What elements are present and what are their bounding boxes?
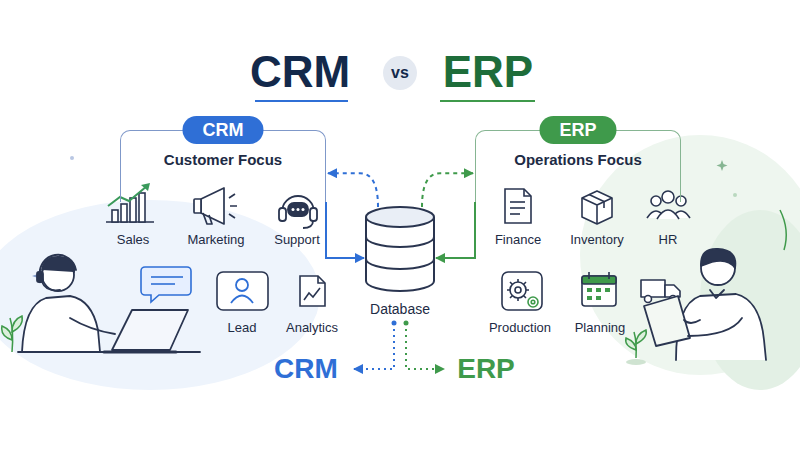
system-label: CRM — [260, 352, 352, 386]
connector-arrow — [422, 173, 473, 207]
cylinder-top — [366, 207, 434, 227]
connector-arrow — [354, 323, 394, 369]
database-cylinder: Database — [362, 205, 438, 323]
icon-label: Sales — [63, 232, 203, 248]
connector-arrow — [406, 323, 444, 369]
icon-label: Planning — [530, 320, 670, 336]
icon-label: Marketing — [146, 232, 286, 248]
icon-label: Inventory — [527, 232, 667, 248]
connector-dot — [404, 321, 409, 326]
icon-label: Production — [450, 320, 590, 336]
connector-arrow — [436, 202, 475, 258]
node-text: ERP — [446, 352, 526, 386]
focus-panel: ERPOperations Focus — [475, 130, 681, 202]
system-label: ERP — [446, 352, 526, 386]
cylinder-outline — [362, 205, 438, 295]
focus-heading: Customer Focus — [121, 151, 325, 168]
icon-label: Support — [227, 232, 367, 248]
title-word: CRM — [230, 46, 370, 99]
icon-label: Analytics — [242, 320, 382, 336]
system-pill: ERP — [539, 116, 616, 144]
icon-label: Finance — [448, 232, 588, 248]
title-word: ERP — [418, 46, 558, 99]
focus-panel: CRMCustomer Focus — [120, 130, 326, 202]
system-pill: CRM — [183, 116, 264, 144]
node-text: Database — [342, 301, 458, 317]
connector-arrow — [328, 173, 378, 207]
cylinder-band — [366, 259, 434, 269]
focus-heading: Operations Focus — [476, 151, 680, 168]
connector-arrow — [326, 202, 364, 258]
connector-dot — [392, 321, 397, 326]
cylinder-body — [366, 217, 434, 291]
icon-label: HR — [598, 232, 738, 248]
node-text: CRM — [260, 352, 352, 386]
cylinder-band — [366, 237, 434, 247]
